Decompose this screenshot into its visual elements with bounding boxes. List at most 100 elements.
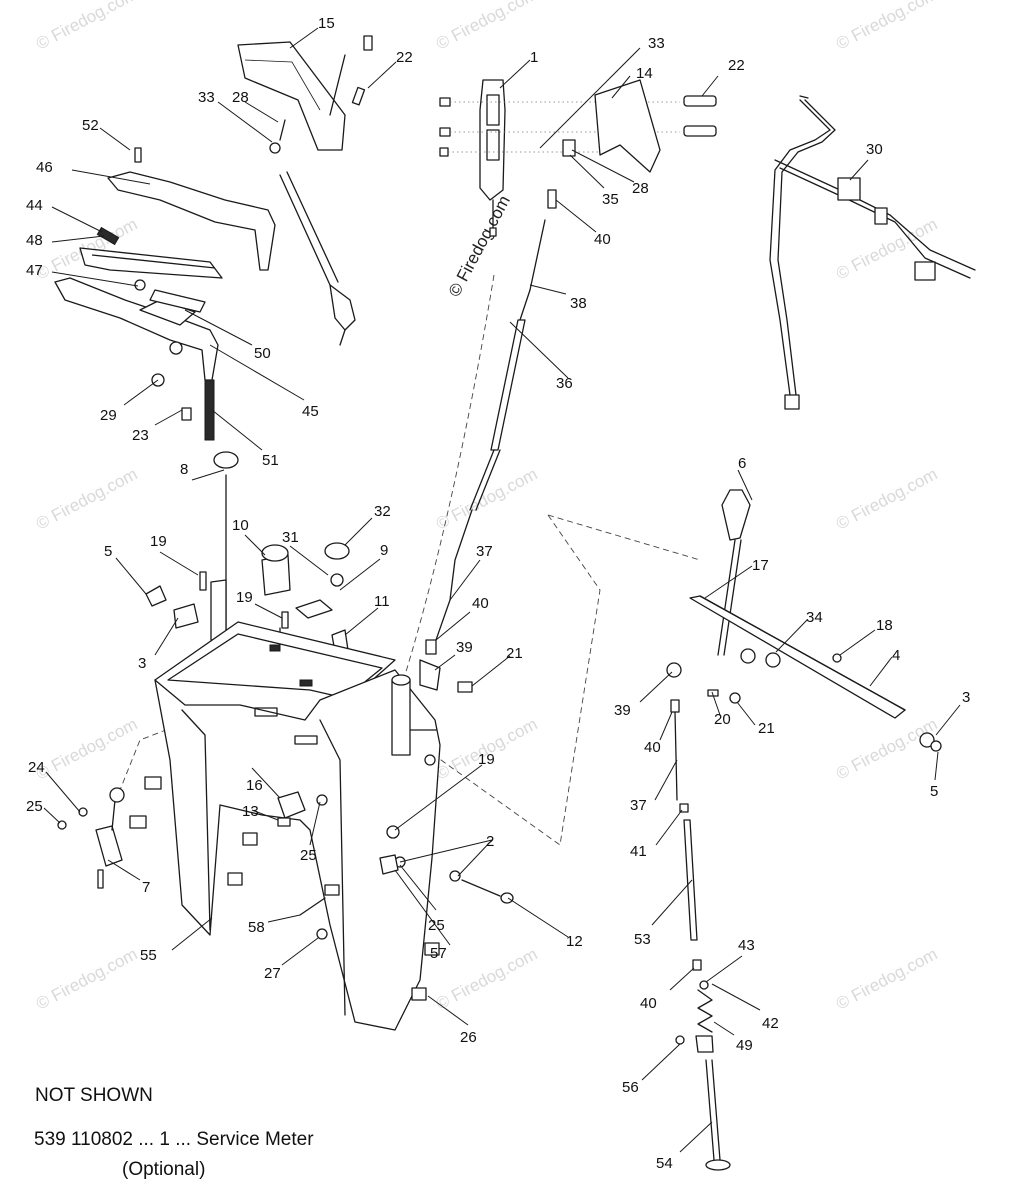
watermark: © Firedog.com	[33, 944, 141, 1013]
callout: 42	[762, 1015, 779, 1032]
callout: 43	[738, 937, 755, 954]
not-shown-item-note: (Optional)	[122, 1159, 206, 1180]
callout: 46	[36, 159, 53, 176]
callout: 15	[318, 15, 335, 32]
callout: 45	[302, 403, 319, 420]
not-shown-heading: NOT SHOWN	[35, 1085, 153, 1106]
watermark: © Firedog.com	[833, 0, 941, 54]
callout-numbers: 15 22 33 1 14 22 28 33 52 46 44 48 47 50…	[26, 15, 970, 1172]
callout: 33	[648, 35, 665, 52]
callout: 25	[300, 847, 317, 864]
callout: 11	[374, 593, 390, 610]
side-lever	[57, 787, 125, 889]
callout: 48	[26, 232, 43, 249]
callout: 32	[374, 503, 391, 520]
callout: 18	[876, 617, 893, 634]
callout: 34	[806, 609, 823, 626]
callout: 8	[180, 461, 188, 478]
callout: 1	[530, 49, 538, 66]
callout: 19	[236, 589, 253, 606]
callout: 28	[632, 180, 649, 197]
callout: 41	[630, 843, 647, 860]
watermark-vertical: © Firedog.com	[445, 192, 514, 300]
callout: 7	[142, 879, 150, 896]
callout: 55	[140, 947, 157, 964]
callout: 16	[246, 777, 263, 794]
watermark: © Firedog.com	[33, 0, 141, 54]
callout: 39	[614, 702, 631, 719]
callout: 3	[138, 655, 146, 672]
not-shown-item: 539 110802 ... 1 ... Service Meter	[34, 1129, 314, 1150]
callout: 19	[150, 533, 167, 550]
callout: 47	[26, 262, 43, 279]
upper-handle-bracket	[237, 35, 373, 154]
callout: 31	[282, 529, 299, 546]
callout: 40	[594, 231, 611, 248]
callout: 56	[622, 1079, 639, 1096]
callout: 29	[100, 407, 117, 424]
callout: 57	[430, 945, 447, 962]
callout: 49	[736, 1037, 753, 1054]
callout: 10	[232, 517, 249, 534]
watermark: © Firedog.com	[33, 464, 141, 533]
callout: 6	[738, 455, 746, 472]
callout: 37	[476, 543, 493, 560]
callout: 30	[866, 141, 883, 158]
control-levers	[54, 147, 276, 441]
callout: 22	[728, 57, 745, 74]
callout: 3	[962, 689, 970, 706]
callout: 12	[566, 933, 583, 950]
watermark: © Firedog.com	[833, 464, 941, 533]
callout: 38	[570, 295, 587, 312]
shift-lever-assembly	[666, 489, 942, 752]
callout: 21	[506, 645, 523, 662]
callout: 40	[472, 595, 489, 612]
console-components	[145, 451, 350, 701]
callout: 9	[380, 542, 388, 559]
main-frame	[154, 621, 441, 1031]
callout: 23	[132, 427, 149, 444]
callout: 2	[486, 833, 494, 850]
callout: 35	[602, 191, 619, 208]
watermark: © Firedog.com	[833, 714, 941, 783]
watermark: © Firedog.com	[433, 944, 541, 1013]
callout: 27	[264, 965, 281, 982]
shift-rod-lower	[670, 699, 731, 1171]
callout: 5	[930, 783, 938, 800]
callout: 53	[634, 931, 651, 948]
callout: 5	[104, 543, 112, 560]
callout: 33	[198, 89, 215, 106]
callout: 4	[892, 647, 900, 664]
cable-routing-lines	[119, 274, 701, 846]
callout: 36	[556, 375, 573, 392]
callout: 26	[460, 1029, 477, 1046]
callout: 25	[428, 917, 445, 934]
leader-lines	[43, 27, 961, 1153]
handle-cable-rod	[279, 171, 356, 346]
switch-housing	[439, 79, 717, 237]
callout: 40	[640, 995, 657, 1012]
callout: 44	[26, 197, 43, 214]
callout: 37	[630, 797, 647, 814]
callout: 17	[752, 557, 769, 574]
callout: 28	[232, 89, 249, 106]
watermark: © Firedog.com	[433, 464, 541, 533]
callout: 21	[758, 720, 775, 737]
callout: 24	[28, 759, 45, 776]
callout: 58	[248, 919, 265, 936]
callout: 25	[26, 798, 43, 815]
callout: 14	[636, 65, 653, 82]
callout: 20	[714, 711, 731, 728]
callout: 39	[456, 639, 473, 656]
not-shown-notes: NOT SHOWN 539 110802 ... 1 ... Service M…	[34, 1085, 314, 1181]
watermark: © Firedog.com	[833, 944, 941, 1013]
callout: 52	[82, 117, 99, 134]
callout: 50	[254, 345, 271, 362]
watermark: © Firedog.com	[433, 0, 541, 54]
callout: 51	[262, 452, 279, 469]
callout: 19	[478, 751, 495, 768]
watermark: © Firedog.com	[433, 714, 541, 783]
callout: 13	[242, 803, 259, 820]
frame-hardware	[129, 776, 514, 1001]
